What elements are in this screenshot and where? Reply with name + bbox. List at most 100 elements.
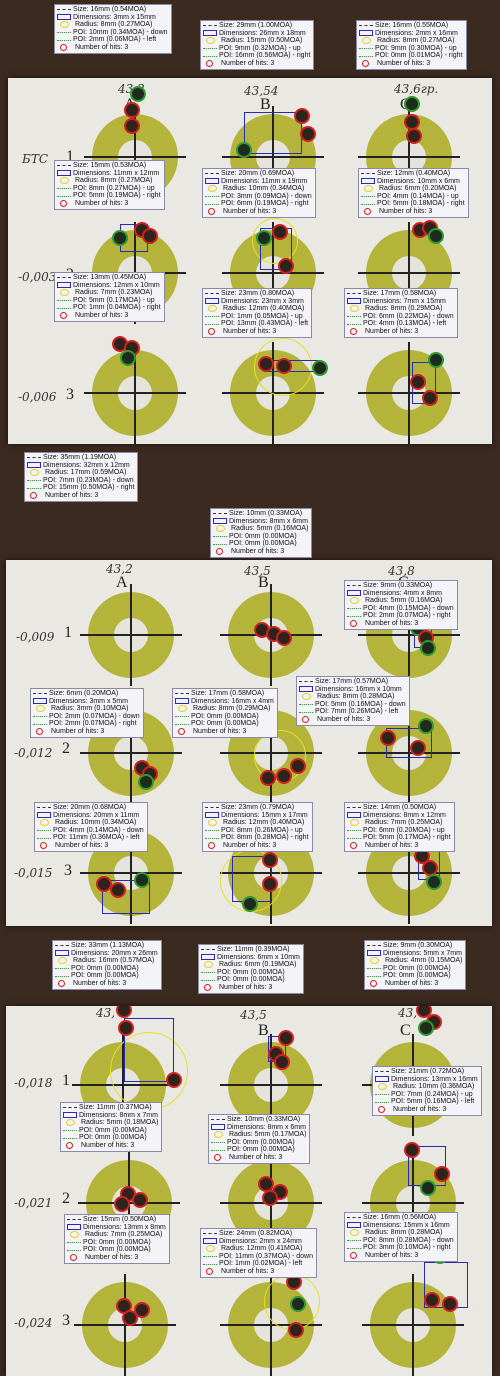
- box-legend-icon: [63, 1112, 77, 1119]
- target-sheet-1: A B C 43,2 43,54 43,6гр. 1 2 3 БТС -0,00…: [8, 78, 492, 444]
- hit-marker: [418, 718, 434, 734]
- stat-dim: Dimensions: 16mm x 4mm: [191, 697, 274, 705]
- size-line-icon: [367, 945, 381, 947]
- hit-marker: [142, 228, 158, 244]
- stat-poi1: POI: 6mm (0.22MOA) - down: [363, 312, 454, 320]
- hit-circle-icon: [70, 1254, 77, 1262]
- stat-poi1: POI: 5mm (0.17MOA) - up: [73, 296, 155, 304]
- poi-line-icon: [347, 323, 361, 325]
- hit-circle-icon: [208, 208, 215, 216]
- stat-hits: Number of hits: 3: [221, 1267, 275, 1275]
- stat-dim: Dimensions: 16mm x 10mm: [315, 685, 402, 693]
- poi-line-icon: [203, 1263, 217, 1265]
- hit-circle-icon: [350, 328, 357, 336]
- group-radius-circle: [252, 218, 298, 264]
- column-note-c: 43,: [398, 1006, 418, 1020]
- group-stats-box: Size: 14mm (0.50MOA)Dimensions: 8mm x 12…: [344, 802, 455, 852]
- stat-hits: Number of hits: 3: [229, 1153, 283, 1161]
- row-note-2: -0,012: [14, 746, 53, 760]
- column-label-a: A: [116, 574, 128, 591]
- stat-poi1: POI: 0mm (0.00MOA): [383, 964, 451, 972]
- radius-circle-icon: [364, 185, 373, 193]
- box-legend-icon: [33, 698, 47, 705]
- stat-poi1: POI: 1mm (0.05MOA) - up: [221, 312, 303, 320]
- row-label-3: 3: [66, 386, 74, 403]
- stat-poi1: POI: 0mm (0.00MOA): [191, 712, 259, 720]
- radius-circle-icon: [350, 819, 359, 827]
- box-legend-icon: [57, 170, 71, 177]
- size-line-icon: [213, 513, 227, 515]
- size-line-icon: [203, 25, 217, 27]
- poi-line-icon: [211, 1149, 225, 1151]
- stat-radius: Radius: 3mm (0.10MOA): [51, 705, 129, 713]
- size-line-icon: [33, 693, 47, 695]
- poi-line-icon: [347, 608, 361, 610]
- size-line-icon: [37, 807, 51, 809]
- stat-radius: Radius: 17mm (0.59MOA): [45, 469, 127, 477]
- stat-dim: Dimensions: 13mm x 8mm: [83, 1223, 166, 1231]
- stat-radius: Radius: 12mm (0.40MOA): [223, 819, 305, 827]
- poi-line-icon: [367, 975, 381, 977]
- stat-radius: Radius: 8mm (0.29MOA): [365, 305, 443, 313]
- stat-hits: Number of hits: 3: [219, 983, 273, 991]
- poi-line-icon: [213, 536, 227, 538]
- box-legend-icon: [57, 282, 71, 289]
- hit-marker: [276, 358, 292, 374]
- size-line-icon: [175, 693, 189, 695]
- group-stats-box: Size: 16mm (0.54MOA)Dimensions: 3mm x 15…: [54, 4, 172, 54]
- box-legend-icon: [347, 298, 361, 305]
- poi-line-icon: [37, 830, 51, 832]
- stat-hits: Number of hits: 3: [231, 547, 285, 555]
- hit-marker: [290, 758, 306, 774]
- stat-poi1: POI: 0mm (0.00MOA): [79, 1126, 147, 1134]
- group-box: [124, 1018, 174, 1082]
- stat-dim: Dimensions: 8mm x 12mm: [363, 811, 446, 819]
- poi-line-icon: [203, 48, 217, 50]
- poi-line-icon: [27, 480, 41, 482]
- stat-poi1: POI: 9mm (0.32MOA) - up: [219, 44, 301, 52]
- poi-line-icon: [347, 1240, 361, 1242]
- hit-marker: [422, 390, 438, 406]
- hit-circle-icon: [178, 728, 185, 736]
- group-stats-box: Size: 17mm (0.58MOA)Dimensions: 16mm x 4…: [172, 688, 278, 738]
- stat-poi1: POI: 8mm (0.27MOA) - up: [73, 184, 155, 192]
- hit-marker: [278, 1030, 294, 1046]
- hit-marker: [134, 872, 150, 888]
- stat-dim: Dimensions: 15mm x 16mm: [363, 1221, 450, 1229]
- stat-size: Size: 15mm (0.50MOA): [83, 1216, 157, 1223]
- stat-poi2: POI: 0mm (0.00MOA): [83, 1246, 151, 1254]
- radius-circle-icon: [206, 1245, 215, 1253]
- group-stats-box: Size: 21mm (0.72MOA)Dimensions: 13mm x 1…: [372, 1066, 482, 1116]
- row-note-1: БТС: [22, 152, 49, 166]
- poi-line-icon: [57, 307, 71, 309]
- stat-poi1: POI: 4mm (0.15MOA) - down: [363, 604, 454, 612]
- box-legend-icon: [27, 462, 41, 469]
- stat-dim: Dimensions: 2mm x 16mm: [375, 29, 458, 37]
- stat-radius: Radius: 8mm (0.27MOA): [75, 177, 153, 185]
- stat-radius: Radius: 5mm (0.16MOA): [231, 525, 309, 533]
- size-line-icon: [359, 25, 373, 27]
- stat-poi1: POI: 3mm (0.09MOA) - down: [221, 192, 312, 200]
- hit-circle-icon: [216, 548, 223, 556]
- stat-poi2: POI: 13mm (0.43MOA) - left: [221, 320, 309, 328]
- group-stats-box: Size: 6mm (0.20MOA)Dimensions: 3mm x 5mm…: [30, 688, 144, 738]
- stat-poi2: POI: 0mm (0.00MOA): [383, 972, 451, 980]
- hit-marker: [276, 630, 292, 646]
- group-box: [244, 112, 302, 154]
- stat-radius: Radius: 8mm (0.28MOA): [317, 693, 395, 701]
- stat-dim: Dimensions: 20mm x 26mm: [71, 949, 158, 957]
- stat-hits: Number of hits: 3: [193, 727, 247, 735]
- row-note-1: -0,018: [14, 1076, 53, 1090]
- hit-marker: [434, 1166, 450, 1182]
- stat-poi1: POI: 7mm (0.24MOA) - up: [391, 1090, 473, 1098]
- hit-circle-icon: [60, 200, 67, 208]
- stat-poi2: POI: 15mm (0.50MOA) - right: [43, 484, 135, 492]
- stat-poi2: POI: 7mm (0.26MOA) - left: [315, 708, 399, 716]
- hit-marker: [276, 768, 292, 784]
- group-stats-box: Size: 9mm (0.33MOA)Dimensions: 4mm x 8mm…: [344, 580, 458, 630]
- hit-circle-icon: [378, 1106, 385, 1114]
- hit-marker: [294, 108, 310, 124]
- size-line-icon: [347, 1217, 361, 1219]
- stat-dim: Dimensions: 32mm x 12mm: [43, 461, 130, 469]
- row-note-3: -0,006: [18, 390, 57, 404]
